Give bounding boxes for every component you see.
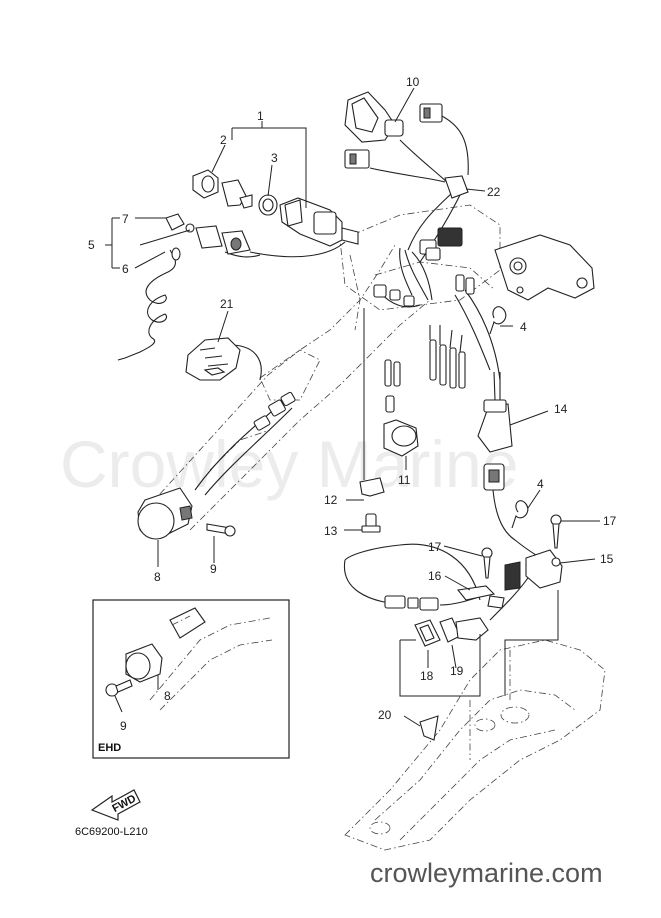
- callout-13: 13: [324, 524, 338, 538]
- part-6-lanyard-cord: [117, 247, 181, 361]
- part-14-connector: [477, 371, 513, 491]
- fwd-label: FWD: [110, 793, 138, 815]
- part-22-clamp: [444, 175, 469, 199]
- part-4-clip-lower: [511, 500, 529, 529]
- part-17-screw-right: [550, 514, 562, 549]
- part-12-bracket: [359, 477, 385, 497]
- callout-16: 16: [428, 569, 442, 583]
- callout-15: 15: [600, 552, 614, 566]
- part-16-holder: [456, 561, 521, 609]
- callout-20: 20: [378, 708, 392, 722]
- tiller-bracket: [494, 234, 595, 301]
- inset-label: EHD: [98, 742, 121, 754]
- callout-4-lower: 4: [537, 477, 544, 491]
- grommet-assembly: [455, 617, 489, 641]
- callout-lines: [105, 87, 600, 727]
- callout-7: 7: [122, 212, 129, 226]
- center-connectors: [373, 227, 475, 389]
- callout-17-left: 17: [428, 540, 442, 554]
- diagram-code: 6C69200-L210: [75, 826, 148, 838]
- callout-6: 6: [122, 262, 129, 276]
- part-1-switch-assembly: [192, 169, 359, 247]
- website-text: crowleymarine.com: [370, 858, 603, 888]
- callout-3: 3: [271, 151, 278, 165]
- callout-numbers: 1 2 3 4 4 5 6 7 8 9 10 11 12 13 14 15 16…: [88, 75, 617, 722]
- part-4-clip-upper: [489, 306, 507, 335]
- watermark-text: Crowley Marine: [60, 427, 518, 501]
- part-18-grommet: [414, 619, 441, 647]
- inset-callout-8: 8: [164, 689, 171, 703]
- part-8-throttle-knob: [137, 487, 193, 540]
- part-5-lanyard-switch: [165, 213, 251, 255]
- callout-10: 10: [406, 75, 420, 89]
- tiller-handle-outline: [149, 204, 501, 531]
- callout-12: 12: [324, 493, 338, 507]
- callout-19: 19: [450, 664, 464, 678]
- ehd-inset: 8 9 EHD: [92, 599, 290, 759]
- callout-4-upper: 4: [520, 320, 527, 334]
- callout-9: 9: [210, 562, 217, 576]
- fwd-arrow-icon: FWD: [90, 789, 141, 821]
- handle-connectors: [253, 391, 296, 431]
- part-10-main-switch: [344, 91, 443, 169]
- callout-18: 18: [420, 669, 434, 683]
- callout-22: 22: [487, 185, 501, 199]
- callout-21: 21: [220, 297, 234, 311]
- part-13-bolt: [361, 513, 381, 533]
- part-15-relay: [525, 549, 563, 589]
- part-17-screw-left: [481, 547, 493, 579]
- inset-callout-9: 9: [120, 719, 127, 733]
- bottom-connectors: [384, 595, 439, 611]
- callout-1: 1: [257, 109, 264, 123]
- part-11-buzzer: [383, 359, 419, 457]
- part-20-label: [419, 715, 439, 741]
- part-21-grip: [185, 337, 241, 381]
- callout-2: 2: [220, 133, 227, 147]
- callout-8: 8: [154, 570, 161, 584]
- callout-14: 14: [554, 402, 568, 416]
- part-9-screw: [206, 523, 236, 537]
- callout-17-right: 17: [603, 514, 617, 528]
- bottom-cowling-outline: [344, 639, 606, 851]
- callout-5: 5: [88, 238, 95, 252]
- callout-11: 11: [398, 473, 411, 487]
